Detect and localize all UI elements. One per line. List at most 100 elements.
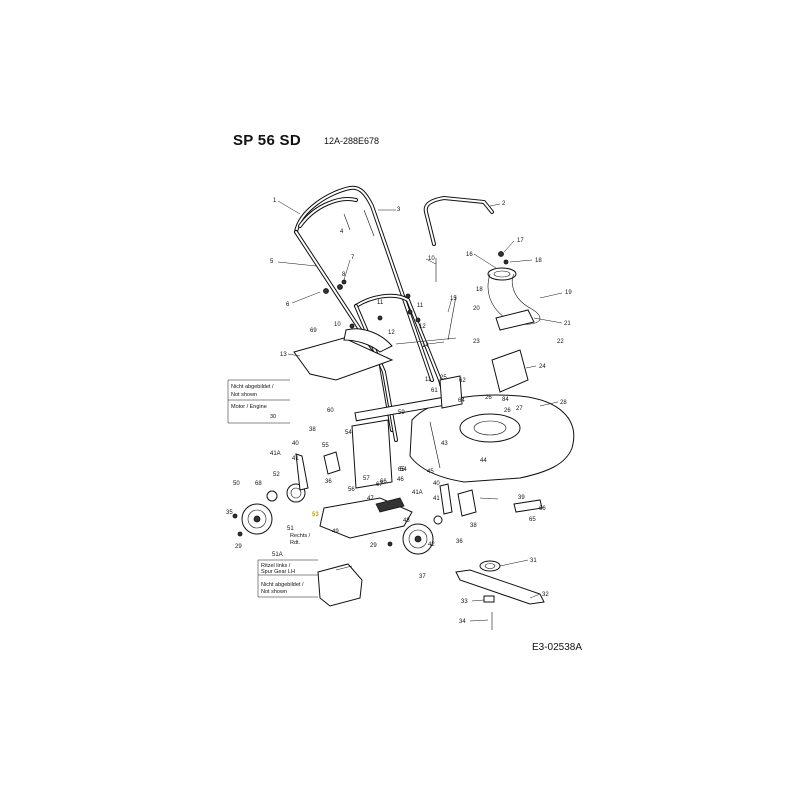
callout-18b: 18 [476, 287, 483, 293]
callout-3: 3 [397, 207, 401, 213]
not-shown-label-en: Not shown [231, 392, 257, 398]
callout-34: 34 [459, 619, 466, 625]
drive-belt-19 [487, 273, 541, 325]
callout-68: 68 [255, 481, 262, 487]
callout-41a: 41 [292, 456, 299, 462]
callout-29b: 29 [370, 543, 377, 549]
callout-55: 55 [322, 443, 329, 449]
svg-text:Not shown: Not shown [261, 589, 287, 595]
chute-bracket-48 [375, 497, 405, 513]
callout-42: 42 [428, 542, 435, 548]
callout-38a: 38 [309, 427, 316, 433]
callout-65b: 65 [529, 517, 536, 523]
callout-50: 50 [233, 481, 240, 487]
callout-48: 48 [403, 518, 410, 524]
belt-guard-21 [495, 309, 535, 331]
callout-11c: 11 [425, 377, 432, 383]
screw-29-left [237, 531, 243, 537]
callout-64: 64 [458, 398, 465, 404]
blade-32 [455, 569, 545, 605]
callout-44: 44 [480, 458, 487, 464]
pivot-bracket [513, 499, 543, 513]
callout-18a: 18 [535, 258, 542, 264]
callout-41Ab: 41A [412, 490, 423, 496]
bracket-38-left [323, 451, 341, 475]
cable-clip [363, 209, 375, 237]
callout-54a: 54 [345, 430, 352, 436]
callout-49: 49 [332, 529, 339, 535]
not-shown-engine-box: Nicht abgebildet / Not shown Motor / Eng… [227, 379, 290, 424]
callout-59: 59 [398, 410, 405, 416]
callout-13: 13 [280, 352, 287, 358]
callout-57: 57 [363, 476, 370, 482]
callout-17: 17 [517, 238, 524, 244]
callout-41Aa: 41A [270, 451, 281, 457]
wheel-bracket-41A-left [295, 453, 309, 491]
callout-43: 43 [441, 441, 448, 447]
callout-37: 37 [419, 574, 426, 580]
callout-36a: 36 [325, 479, 332, 485]
callout-26b: 26 [504, 408, 511, 414]
callout-12b: 12 [419, 324, 426, 330]
callout-33: 33 [461, 599, 468, 605]
callout-53-highlighted: 53 [312, 512, 319, 518]
lower-handle [354, 293, 450, 442]
model-number: 12A-288E678 [324, 136, 380, 146]
callout-28: 28 [560, 400, 567, 406]
callout-40b: 40 [433, 481, 440, 487]
callout-23: 23 [473, 339, 480, 345]
callout-62: 62 [459, 378, 466, 384]
handle-bolt [343, 213, 351, 231]
callout-36b: 36 [456, 539, 463, 545]
callout-12a: 12 [388, 330, 395, 336]
callout-35: 35 [226, 510, 233, 516]
callout-26a: 26 [485, 395, 492, 401]
motor-ref: 30 [270, 414, 276, 420]
callout-51: 51 [287, 526, 294, 532]
callout-5: 5 [270, 259, 274, 265]
rod-14 [395, 337, 457, 345]
document-number: E3-02538A [532, 642, 583, 653]
pulley-16 [487, 267, 517, 281]
callout-54b: 54 [400, 467, 407, 473]
not-shown-label-de: Nicht abgebildet / [231, 384, 274, 390]
blade-adapter-31 [479, 560, 501, 572]
callout-labels: 1 2 3 4 5 6 7 8 10 10 11 11 11 12 12 13 … [226, 198, 572, 625]
spur-gear-note-box: Ritzel links / Spur Gear LH Nicht abgebi… [257, 559, 318, 598]
callout-20: 20 [473, 306, 480, 312]
cable [447, 295, 457, 341]
svg-text:Rechts /: Rechts / [290, 533, 311, 539]
callout-66a: 66 [380, 479, 387, 485]
callout-47: 47 [367, 496, 374, 502]
gear-box-62 [439, 375, 463, 409]
callout-56: 56 [348, 487, 355, 493]
rear-flap [293, 337, 394, 381]
svg-text:Nicht abgebildet /: Nicht abgebildet / [261, 582, 304, 588]
washer-18 [503, 259, 509, 265]
callout-69: 69 [310, 328, 317, 334]
mulch-plug-63 [317, 563, 363, 607]
bracket-38-right [457, 489, 477, 517]
screw-29-right [387, 541, 393, 547]
callout-6: 6 [286, 302, 290, 308]
handle-bracket-10 [343, 328, 393, 353]
callout-10b: 10 [334, 322, 341, 328]
wheel-cap-35 [232, 513, 238, 519]
callout-41b: 41 [433, 496, 440, 502]
motor-label: Motor / Engine [231, 404, 267, 410]
callout-67: 67 [376, 482, 383, 488]
page-title: SP 56 SD [233, 132, 301, 149]
callout-27: 27 [516, 406, 523, 412]
callout-31: 31 [530, 558, 537, 564]
callout-52: 52 [273, 472, 280, 478]
wheel-bracket-41A-right [439, 483, 453, 515]
callout-22: 22 [557, 339, 564, 345]
callout-4: 4 [340, 229, 344, 235]
callout-65a: 65 [398, 467, 405, 473]
callout-15: 15 [450, 296, 457, 302]
blade-washer-33 [483, 595, 495, 603]
callout-1: 1 [273, 198, 277, 204]
callout-29a: 29 [235, 544, 242, 550]
height-adjust-plate [351, 419, 393, 489]
